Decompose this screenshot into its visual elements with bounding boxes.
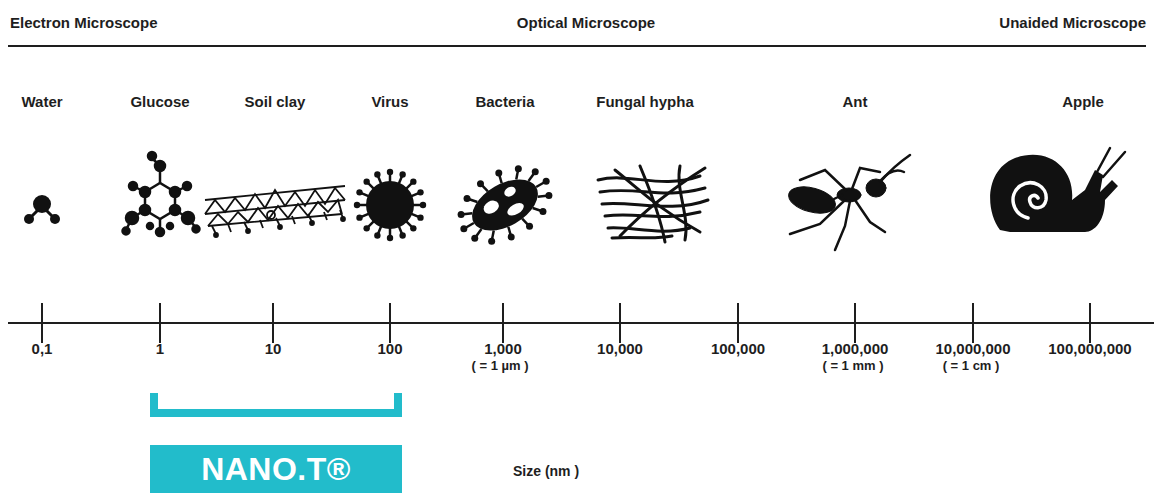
item-name: Water	[21, 93, 62, 110]
item-name: Ant	[843, 93, 868, 110]
item-name: Apple	[1062, 93, 1104, 110]
axis-title: Size (nm )	[513, 463, 579, 479]
scale-value: 100,000	[711, 340, 765, 357]
scale-value: 10	[265, 340, 282, 357]
water-icon	[24, 195, 60, 224]
unit-note: ( = 1 µm )	[472, 358, 529, 373]
scale-value: 1,000,000	[822, 340, 889, 357]
size-axis	[8, 303, 1154, 343]
item-name: Glucose	[130, 93, 189, 110]
apple-snail-icon	[990, 148, 1125, 232]
soil-clay-icon	[205, 186, 345, 237]
unit-note: ( = 1 mm )	[822, 358, 883, 373]
scale-value: 0,1	[32, 340, 53, 357]
scale-value: 10,000,000	[935, 340, 1010, 357]
item-name: Soil clay	[245, 93, 306, 110]
scale-value: 1,000	[484, 340, 522, 357]
nano-t-brand-box: NANO.T®	[150, 445, 402, 493]
glucose-icon	[123, 152, 200, 236]
microscope-heading: Unaided Microscope	[999, 14, 1146, 31]
scale-value: 10,000	[597, 340, 643, 357]
microscope-heading: Optical Microscope	[517, 14, 655, 31]
item-name: Bacteria	[475, 93, 534, 110]
virus-icon	[354, 169, 426, 241]
scale-value: 1	[156, 340, 164, 357]
microscope-heading: Electron Microscope	[10, 14, 158, 31]
unit-note: ( = 1 cm )	[943, 358, 1000, 373]
bacteria-icon	[458, 165, 553, 244]
ant-icon	[786, 155, 910, 250]
nano-range-bracket	[154, 393, 398, 413]
scale-value: 100	[377, 340, 402, 357]
item-name: Fungal hypha	[596, 93, 694, 110]
item-name: Virus	[371, 93, 408, 110]
header-rule	[8, 45, 1146, 47]
fungal-hypha-icon	[598, 166, 708, 242]
scale-value: 100,000,000	[1048, 340, 1131, 357]
brand-name: NANO.T®	[201, 451, 351, 488]
